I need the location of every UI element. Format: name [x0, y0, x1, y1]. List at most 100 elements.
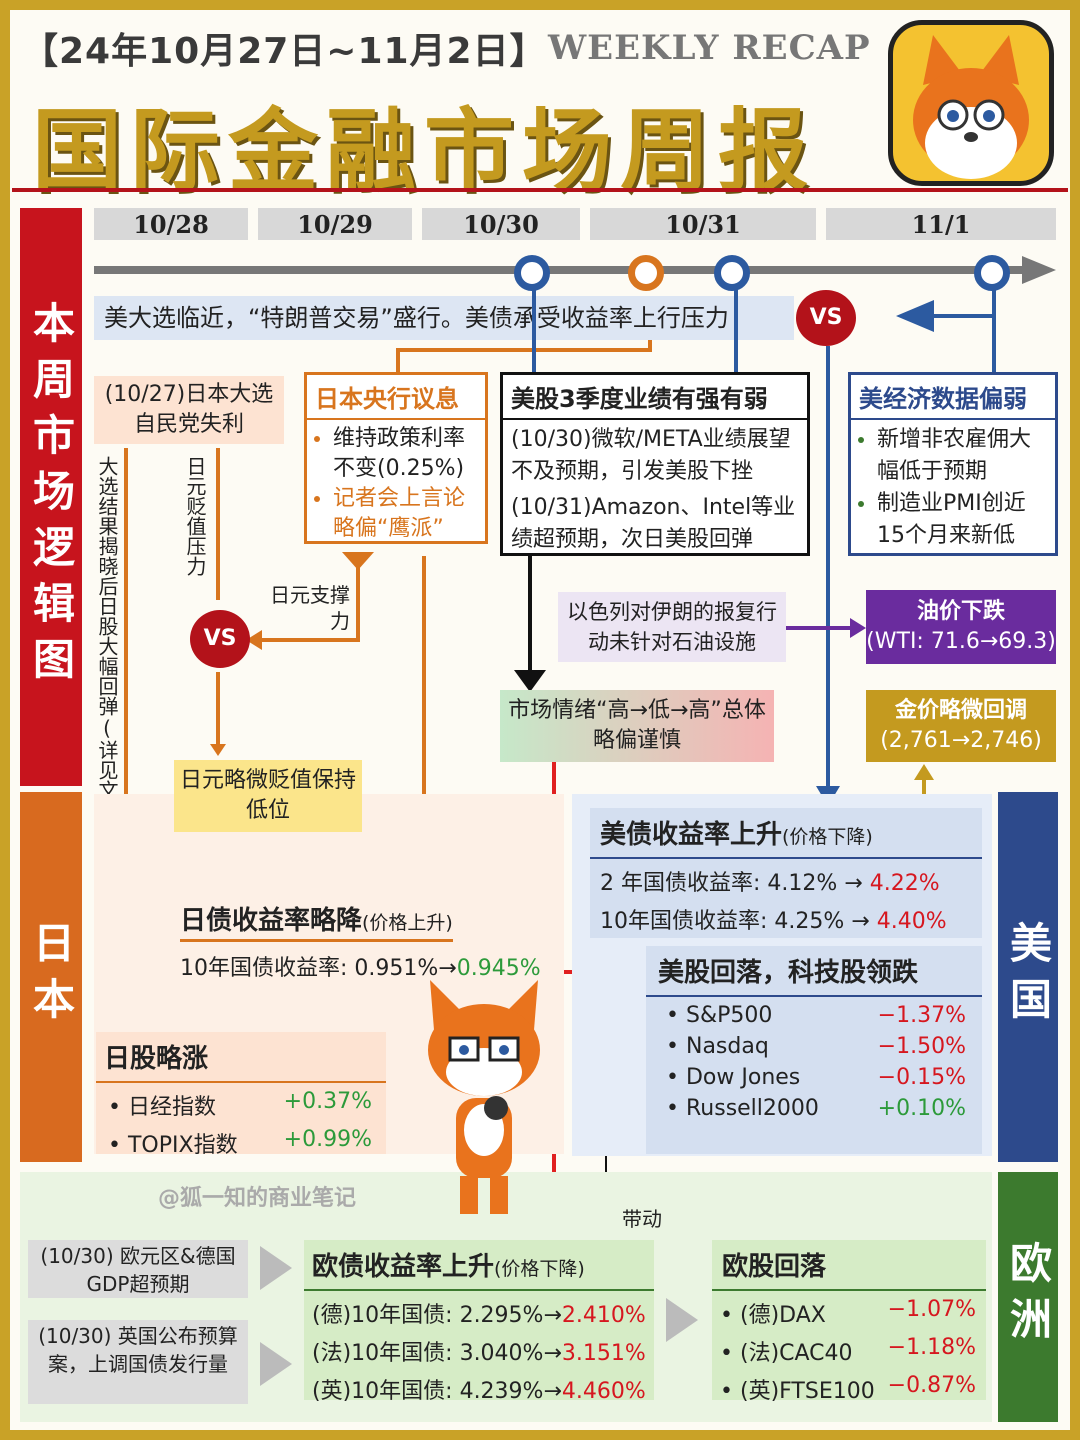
eu-bond-title: 欧债收益率上升(价格下降)	[304, 1240, 654, 1291]
eu-bond-row-label: (德)10年国债: 2.295%→	[312, 1303, 562, 1328]
weekly-recap-label: WEEKLY RECAP	[548, 28, 871, 68]
boj-meeting-box: 日本央行议息 维持政策利率不变(0.25%) 记者会上言论略偏“鹰派”	[304, 372, 488, 544]
eu-bond-row-value: 4.460%	[561, 1379, 646, 1404]
side-label-japan: 日本	[20, 792, 82, 1162]
side-label-logic: 本周市场逻辑图	[20, 208, 82, 786]
ust-note: (价格下降)	[782, 826, 873, 848]
index-change: −1.50%	[877, 1034, 966, 1059]
fox-reporter-mascot-icon	[428, 980, 540, 1214]
gold-title: 金价略微回调	[894, 698, 1027, 723]
page-title: 国际金融市场周报	[32, 99, 816, 204]
ust-row: 2 年国债收益率: 4.12% → 4.22%	[590, 859, 982, 897]
oil-title: 油价下跌	[916, 599, 1005, 624]
date-label: 10/28	[94, 208, 248, 240]
timeline-node	[974, 255, 1010, 291]
jgb-yield-box: 日债收益率略降(价格上升) 10年国债收益率: 0.951%→0.945%	[180, 900, 550, 982]
list-item: • (英)FTSE100−0.87%	[720, 1373, 976, 1404]
index-name: (法)CAC40	[739, 1341, 853, 1366]
index-name: Russell2000	[685, 1096, 819, 1121]
vs-badge-icon: VS	[796, 290, 856, 346]
gold-price-box: 金价略微回调 (2,761→2,746)	[866, 690, 1056, 762]
header-divider	[12, 188, 1068, 192]
oil-price-box: 油价下跌 (WTI: 71.6→69.3)	[866, 590, 1056, 664]
gold-detail: (2,761→2,746)	[880, 728, 1042, 753]
jp-stocks-title: 日股略涨	[96, 1032, 386, 1083]
drive-label: 带动	[622, 1207, 662, 1231]
ust-row-value: 4.40%	[876, 909, 947, 934]
ust-row-label: 10年国债收益率: 4.25% →	[600, 909, 877, 934]
flow-arrow-icon	[666, 1298, 698, 1342]
eu-bond-note: (价格下降)	[494, 1258, 585, 1280]
israel-iran-box: 以色列对伊朗的报复行动未针对石油设施	[558, 592, 786, 662]
date-label: 10/30	[422, 208, 580, 240]
us-stocks-box: 美股回落，科技股领跌 • S&P500−1.37% • Nasdaq−1.50%…	[646, 946, 982, 1154]
date-range: 【24年10月27日~11月2日】	[22, 31, 547, 72]
list-item: • Russell2000+0.10%	[666, 1096, 966, 1121]
jgb-line: 10年国债收益率: 0.951%→0.945%	[180, 950, 550, 982]
eu-stocks-title: 欧股回落	[712, 1240, 986, 1291]
eu-bond-row: (德)10年国债: 2.295%→2.410%	[304, 1291, 654, 1329]
list-item: • TOPIX指数+0.99%	[108, 1127, 372, 1158]
yen-result-box: 日元略微贬值保持低位	[174, 760, 362, 832]
eu-stocks-box: 欧股回落 • (德)DAX−1.07% • (法)CAC40−1.18% • (…	[712, 1240, 986, 1404]
jgb-title: 日债收益率略降(价格上升)	[180, 900, 453, 942]
us-data-title: 美经济数据偏弱	[851, 375, 1055, 420]
index-name: S&P500	[685, 1003, 773, 1028]
index-name: TOPIX指数	[127, 1133, 238, 1158]
index-name: (德)DAX	[739, 1303, 826, 1328]
eu-bond-row: (英)10年国债: 4.239%→4.460%	[304, 1367, 654, 1405]
flow-arrow-icon	[260, 1342, 292, 1386]
us-stocks-title: 美股回落，科技股领跌	[646, 946, 982, 997]
index-name: 日经指数	[127, 1095, 216, 1120]
market-mood-box: 市场情绪“高→低→高”总体略偏谨慎	[500, 690, 774, 762]
date-label: 11/1	[826, 208, 1056, 240]
boj-title: 日本央行议息	[307, 375, 485, 420]
timeline-axis	[94, 266, 1024, 274]
eu-gdp-source-box: (10/30) 欧元区&德国GDP超预期	[28, 1240, 248, 1298]
index-name: Nasdaq	[685, 1034, 769, 1059]
eu-bond-row-label: (法)10年国债: 3.040%→	[312, 1341, 562, 1366]
vs-badge-icon: VS	[190, 610, 250, 668]
uk-budget-source-box: (10/30) 英国公布预算案，上调国债发行量	[28, 1320, 248, 1404]
us-econ-data-box: 美经济数据偏弱 新增非农雇佣大幅低于预期 制造业PMI创近15个月来新低	[848, 372, 1058, 556]
index-change: +0.37%	[283, 1089, 372, 1114]
list-item: • Dow Jones−0.15%	[666, 1065, 966, 1090]
ust-row-label: 2 年国债收益率: 4.12% →	[600, 871, 870, 896]
us-data-item: 制造业PMI创近15个月来新低	[877, 488, 1051, 552]
ust-row: 10年国债收益率: 4.25% → 4.40%	[590, 897, 982, 935]
eu-bond-row-value: 3.151%	[561, 1341, 646, 1366]
list-item: • (德)DAX−1.07%	[720, 1297, 976, 1328]
japan-election-box: (10/27)日本大选自民党失利	[94, 376, 284, 444]
list-item: • S&P500−1.37%	[666, 1003, 966, 1028]
ust-title-text: 美债收益率上升	[600, 820, 783, 850]
index-change: +0.10%	[877, 1096, 966, 1121]
us-q3-title: 美股3季度业绩有强有弱	[503, 375, 807, 420]
side-label-europe: 欧洲	[998, 1172, 1058, 1422]
fox-mascot-icon	[913, 35, 1029, 179]
list-item: • 日经指数+0.37%	[108, 1089, 372, 1120]
ust-yield-box: 美债收益率上升(价格下降) 2 年国债收益率: 4.12% → 4.22% 10…	[590, 808, 982, 938]
us-q3-line: (10/30)微软/META业绩展望不及预期，引发美股下挫	[511, 427, 791, 484]
timeline-node	[628, 255, 664, 291]
jgb-title-text: 日债收益率略降	[180, 906, 363, 936]
eu-bond-title-text: 欧债收益率上升	[312, 1252, 495, 1282]
index-name: Dow Jones	[685, 1065, 801, 1090]
boj-item: 维持政策利率不变(0.25%)	[333, 424, 481, 484]
index-change: −0.87%	[887, 1373, 976, 1398]
index-change: −1.37%	[877, 1003, 966, 1028]
date-label: 10/29	[258, 208, 412, 240]
watermark: @狐一知的商业笔记	[158, 1186, 357, 1211]
eu-bond-row-value: 2.410%	[561, 1303, 646, 1328]
list-item: • (法)CAC40−1.18%	[720, 1335, 976, 1366]
eu-bond-row: (法)10年国债: 3.040%→3.151%	[304, 1329, 654, 1367]
us-q3-line: (10/31)Amazon、Intel等业绩超预期，次日美股回弹	[511, 495, 796, 552]
index-change: −1.07%	[887, 1297, 976, 1322]
index-change: −0.15%	[877, 1065, 966, 1090]
index-name: (英)FTSE100	[739, 1379, 875, 1404]
index-change: −1.18%	[887, 1335, 976, 1360]
side-label-us: 美国	[998, 792, 1058, 1162]
list-item: • Nasdaq−1.50%	[666, 1034, 966, 1059]
jp-stocks-box: 日股略涨 • 日经指数+0.37% • TOPIX指数+0.99%	[96, 1032, 386, 1158]
oil-detail: (WTI: 71.6→69.3)	[866, 629, 1056, 654]
us-data-item: 新增非农雇佣大幅低于预期	[877, 424, 1051, 488]
